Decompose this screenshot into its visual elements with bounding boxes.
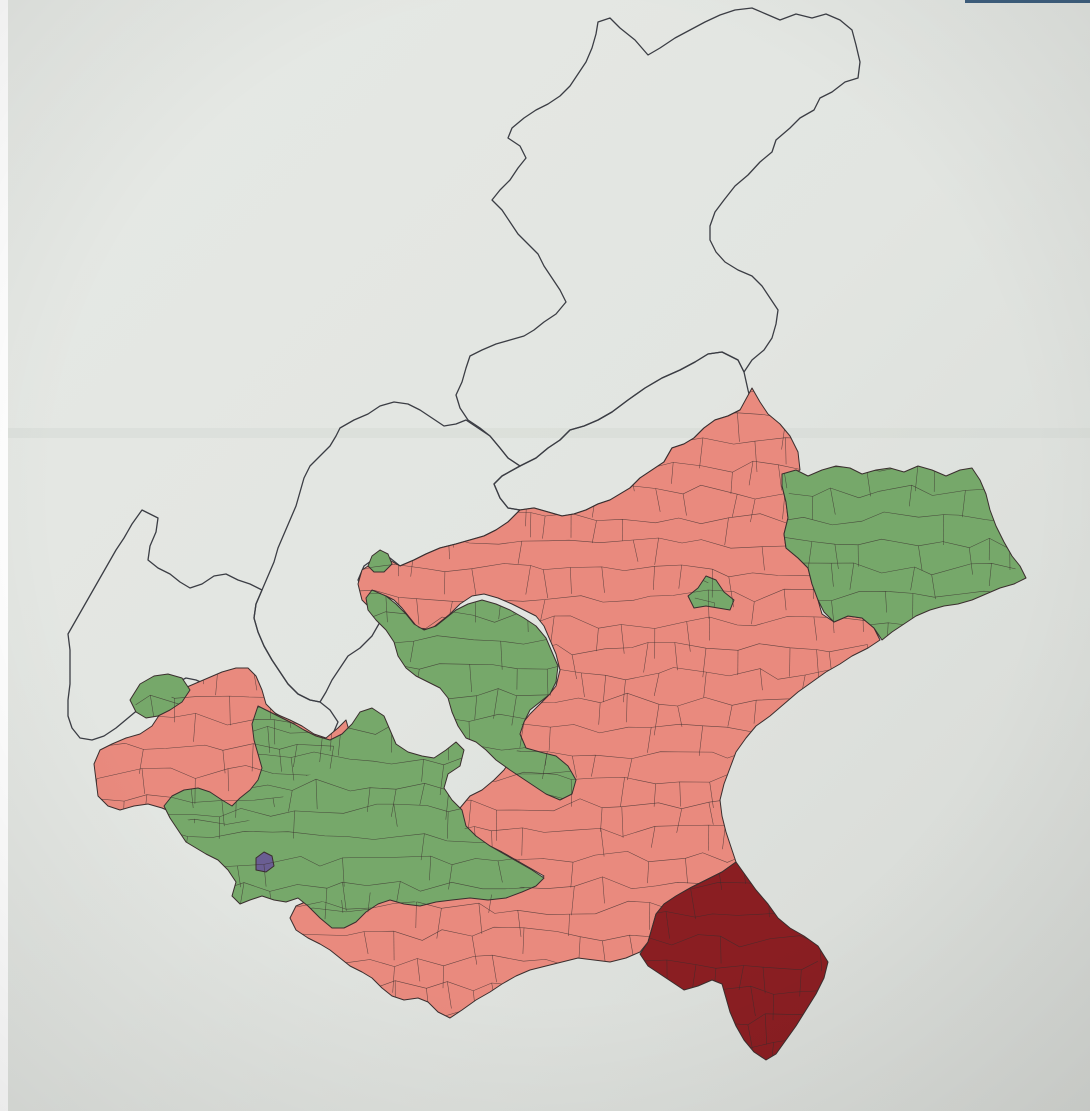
- region-map: [0, 0, 1090, 1111]
- map-photograph: [0, 0, 1090, 1111]
- photo-vignette: [0, 0, 1090, 1111]
